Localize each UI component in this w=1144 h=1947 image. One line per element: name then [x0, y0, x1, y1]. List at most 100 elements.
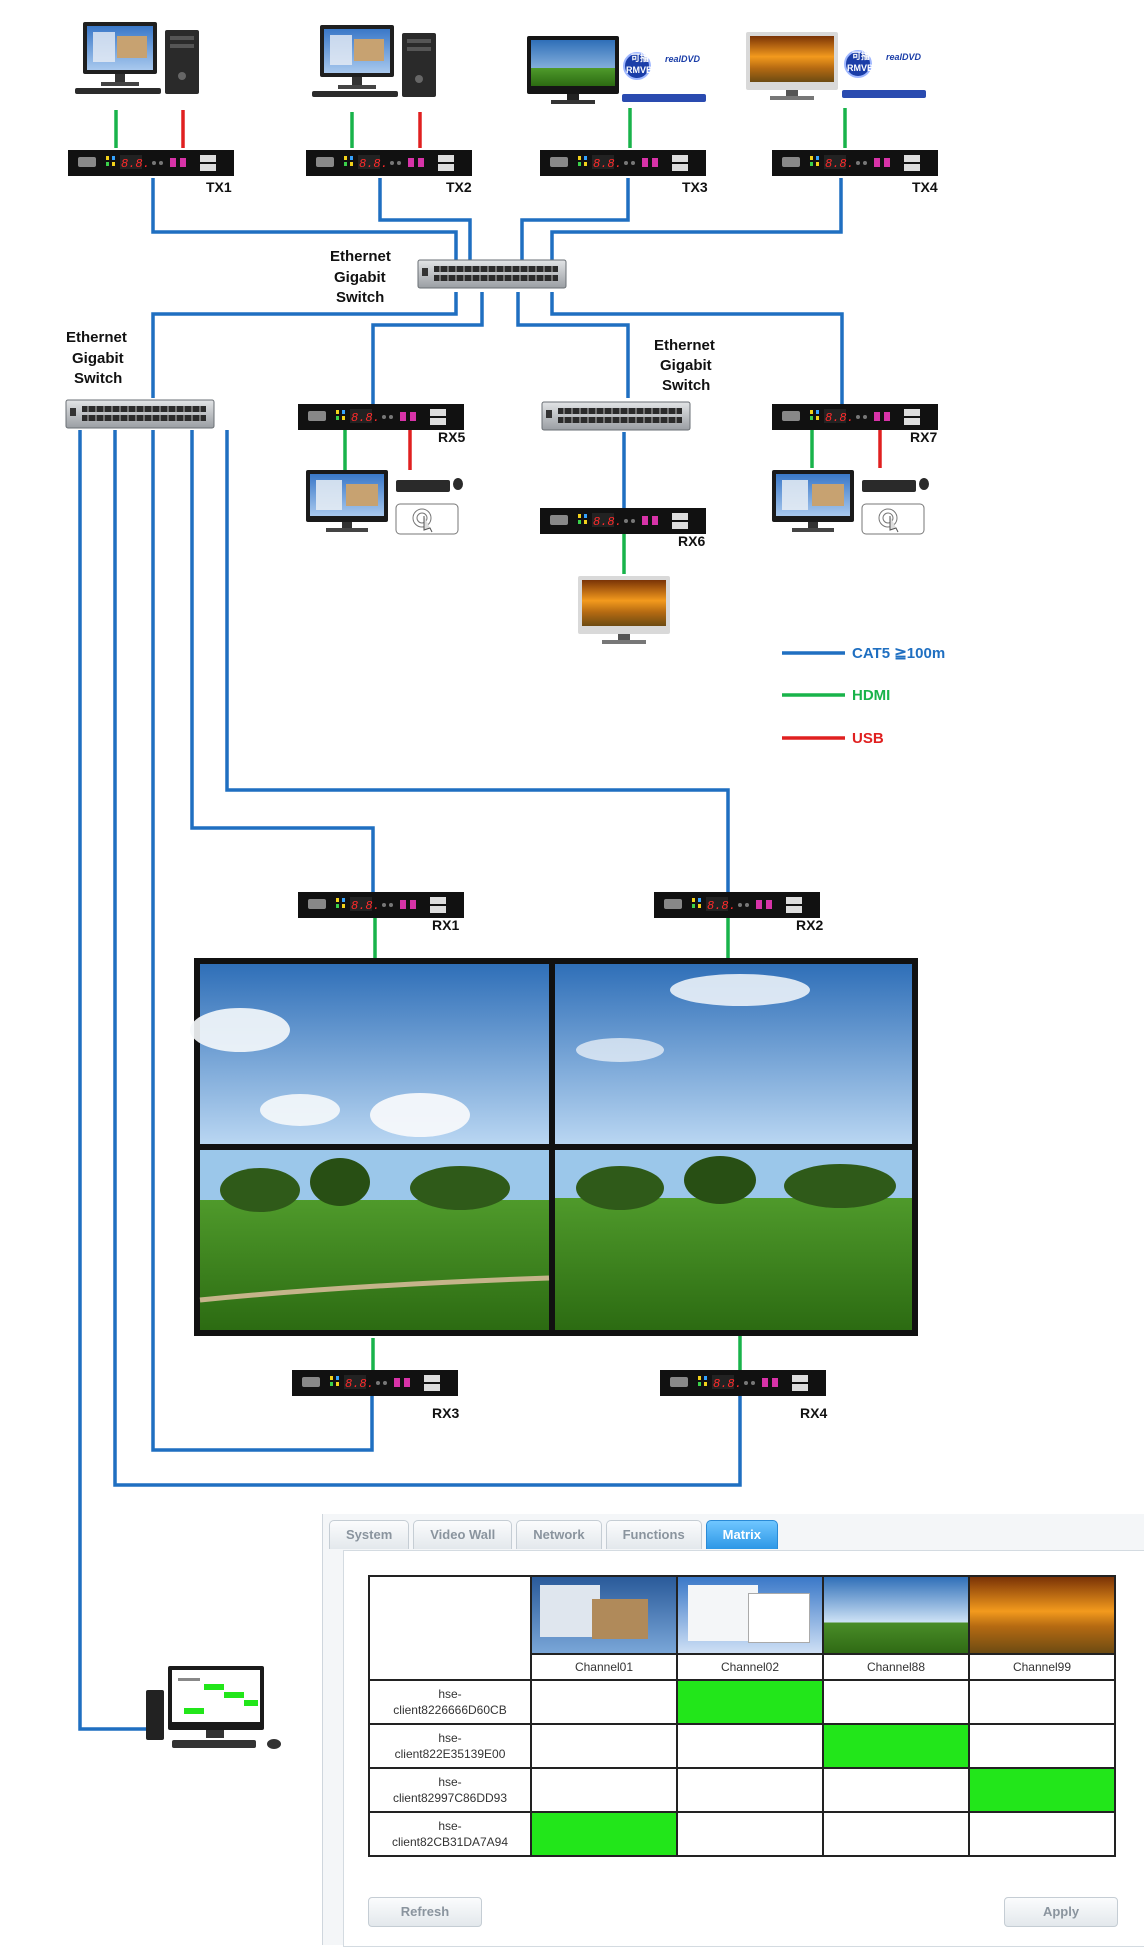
- logo-realdvd-4: realDVD: [886, 52, 922, 62]
- svg-text:Ethernet: Ethernet: [654, 337, 715, 354]
- rx3-extender: [292, 1370, 458, 1396]
- client-label: hse-client822E35139E00: [368, 1723, 532, 1769]
- matrix-cell[interactable]: [968, 1679, 1116, 1725]
- table-row: hse-client8226666D60CB: [368, 1679, 1116, 1725]
- client-label: hse-client8226666D60CB: [368, 1679, 532, 1725]
- svg-text:Ethernet: Ethernet: [330, 248, 391, 265]
- matrix-cell[interactable]: [822, 1679, 970, 1725]
- source-tv-bluray-3: [527, 36, 706, 104]
- channel-thumb-99: [968, 1575, 1116, 1655]
- hdmi-usb-links: [114, 108, 882, 1370]
- matrix-corner: [368, 1575, 532, 1681]
- channel-header-88: Channel88: [822, 1653, 970, 1681]
- tx4-label: TX4: [912, 179, 938, 195]
- cat5-cables: [78, 178, 844, 1731]
- tab-video-wall[interactable]: Video Wall: [413, 1520, 513, 1549]
- matrix-cell[interactable]: [530, 1767, 678, 1813]
- matrix-cell[interactable]: [676, 1723, 824, 1769]
- svg-text:Gigabit: Gigabit: [660, 357, 712, 374]
- routing-matrix-table: Channel01 Channel02 Channel88 Channel99 …: [368, 1575, 1116, 1857]
- left-switch-label: Ethernet Gigabit Switch: [66, 329, 127, 387]
- tx1-extender: [68, 150, 234, 176]
- tx1-label: TX1: [206, 179, 232, 195]
- matrix-cell[interactable]: [822, 1723, 970, 1769]
- tx2-extender: [306, 150, 472, 176]
- rx7-workstation: [771, 469, 930, 535]
- matrix-cell[interactable]: [822, 1767, 970, 1813]
- tab-bar: System Video Wall Network Functions Matr…: [329, 1520, 778, 1550]
- center-switch-label: Ethernet Gigabit Switch: [654, 337, 715, 394]
- matrix-cell[interactable]: [676, 1679, 824, 1725]
- source-pc-1: [75, 22, 199, 94]
- rx6-label: RX6: [678, 533, 705, 549]
- svg-text:Switch: Switch: [336, 289, 384, 306]
- matrix-cell[interactable]: [530, 1723, 678, 1769]
- matrix-cell[interactable]: [530, 1811, 678, 1857]
- rx4-label: RX4: [800, 1405, 827, 1421]
- main-switch-label: Ethernet Gigabit Switch: [330, 248, 391, 306]
- matrix-tab-content: Channel01 Channel02 Channel88 Channel99 …: [343, 1550, 1144, 1947]
- matrix-cell[interactable]: [676, 1811, 824, 1857]
- logo-chinese-3: 可播: [631, 52, 650, 64]
- matrix-cell[interactable]: [676, 1767, 824, 1813]
- rx6-extender: [540, 508, 706, 534]
- channel-header-99: Channel99: [968, 1653, 1116, 1681]
- legend-usb: USB: [852, 730, 884, 747]
- rx5-workstation: [305, 469, 464, 535]
- tab-matrix[interactable]: Matrix: [705, 1520, 778, 1549]
- rx5-label: RX5: [438, 429, 465, 445]
- logo-rmvb-4: RMVB: [847, 63, 874, 73]
- rx5-extender: [298, 404, 464, 430]
- rx6-tv-display: [578, 576, 670, 644]
- matrix-cell[interactable]: [968, 1811, 1116, 1857]
- table-row: hse-client822E35139E00: [368, 1723, 1116, 1769]
- legend-hdmi: HDMI: [852, 687, 890, 704]
- logo-chinese-4: 可播: [852, 50, 871, 62]
- rx1-extender: [298, 892, 464, 918]
- refresh-button[interactable]: Refresh: [368, 1897, 482, 1927]
- rx7-extender: [772, 404, 938, 430]
- apply-button[interactable]: Apply: [1004, 1897, 1118, 1927]
- tab-system[interactable]: System: [329, 1520, 410, 1549]
- legend: CAT5 ≧100m HDMI USB: [782, 645, 945, 747]
- rx1-label: RX1: [432, 917, 459, 933]
- tx3-extender: [540, 150, 706, 176]
- channel-header-2: Channel02: [676, 1653, 824, 1681]
- svg-text:Switch: Switch: [74, 370, 122, 387]
- tx4-extender: [772, 150, 938, 176]
- legend-cat5: CAT5 ≧100m: [852, 645, 945, 662]
- svg-text:Ethernet: Ethernet: [66, 329, 127, 346]
- channel-thumb-1: [530, 1575, 678, 1655]
- rx3-label: RX3: [432, 1405, 459, 1421]
- svg-text:Switch: Switch: [662, 377, 710, 394]
- rx2-extender: [654, 892, 820, 918]
- client-label: hse-client82CB31DA7A94: [368, 1811, 532, 1857]
- tab-functions[interactable]: Functions: [605, 1520, 702, 1549]
- rx7-label: RX7: [910, 429, 937, 445]
- rx2-label: RX2: [796, 917, 823, 933]
- rx4-extender: [660, 1370, 826, 1396]
- matrix-cell[interactable]: [968, 1723, 1116, 1769]
- source-tv-bluray-4: [746, 32, 926, 100]
- control-pc: [146, 1666, 281, 1749]
- table-row: hse-client82997C86DD93: [368, 1767, 1116, 1813]
- logo-realdvd-3: realDVD: [665, 54, 701, 64]
- tx2-label: TX2: [446, 179, 472, 195]
- tx3-label: TX3: [682, 179, 708, 195]
- main-ethernet-switch: [417, 259, 567, 289]
- channel-header-1: Channel01: [530, 1653, 678, 1681]
- channel-thumb-2: [676, 1575, 824, 1655]
- tab-network[interactable]: Network: [516, 1520, 602, 1549]
- source-pc-2: [312, 25, 436, 97]
- center-ethernet-switch: [541, 401, 691, 431]
- svg-text:Gigabit: Gigabit: [334, 269, 386, 286]
- left-ethernet-switch: [65, 399, 215, 429]
- matrix-cell[interactable]: [530, 1679, 678, 1725]
- table-row: hse-client82CB31DA7A94: [368, 1811, 1116, 1857]
- matrix-control-panel: System Video Wall Network Functions Matr…: [322, 1514, 1144, 1947]
- matrix-cell[interactable]: [822, 1811, 970, 1857]
- video-wall-2x2: [190, 958, 918, 1336]
- matrix-cell[interactable]: [968, 1767, 1116, 1813]
- channel-thumb-88: [822, 1575, 970, 1655]
